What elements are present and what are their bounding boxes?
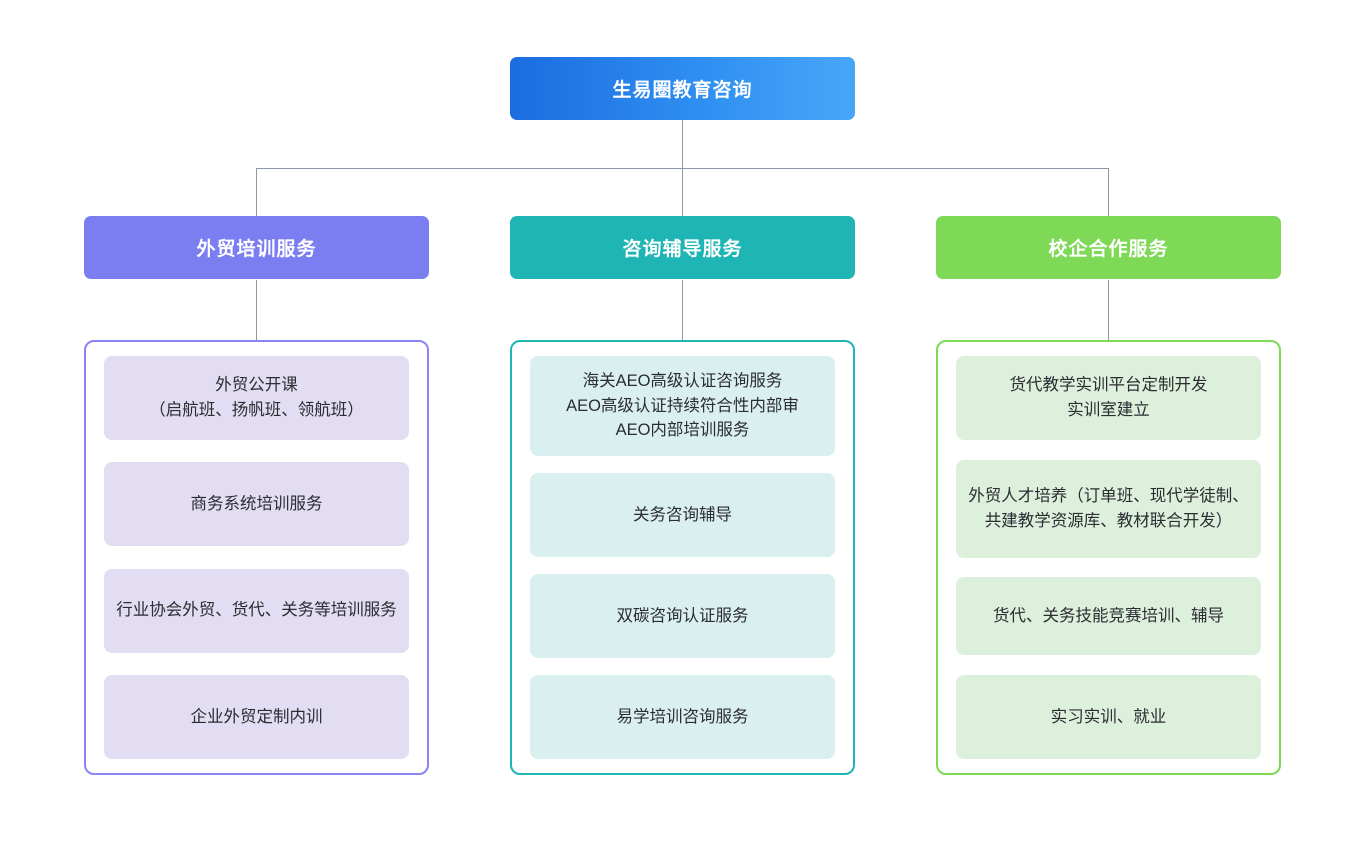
- column-header-school-enterprise[interactable]: 校企合作服务: [936, 216, 1281, 279]
- list-item[interactable]: 商务系统培训服务: [104, 462, 409, 547]
- list-item[interactable]: 海关AEO高级认证咨询服务 AEO高级认证持续符合性内部审 AEO内部培训服务: [530, 356, 835, 456]
- list-item[interactable]: 外贸人才培养（订单班、现代学徒制、共建教学资源库、教材联合开发）: [956, 459, 1261, 558]
- connector-drop-column-1: [256, 168, 257, 216]
- list-item[interactable]: 易学培训咨询服务: [530, 675, 835, 759]
- list-item[interactable]: 行业协会外贸、货代、关务等培训服务: [104, 568, 409, 653]
- column-header-consulting[interactable]: 咨询辅导服务: [510, 216, 855, 279]
- list-item[interactable]: 企业外贸定制内训: [104, 674, 409, 759]
- list-item[interactable]: 外贸公开课 （启航班、扬帆班、领航班）: [104, 356, 409, 440]
- connector-header-to-panel-1: [256, 280, 257, 340]
- list-item[interactable]: 关务咨询辅导: [530, 473, 835, 557]
- connector-root-stem: [682, 120, 683, 168]
- list-item[interactable]: 双碳咨询认证服务: [530, 574, 835, 658]
- connector-drop-column-2: [682, 168, 683, 216]
- connector-header-to-panel-3: [1108, 280, 1109, 340]
- list-item[interactable]: 货代、关务技能竞赛培训、辅导: [956, 577, 1261, 656]
- panel-consulting: 海关AEO高级认证咨询服务 AEO高级认证持续符合性内部审 AEO内部培训服务 …: [510, 340, 855, 775]
- list-item[interactable]: 实习实训、就业: [956, 674, 1261, 759]
- root-node[interactable]: 生易圈教育咨询: [510, 57, 855, 120]
- connector-drop-column-3: [1108, 168, 1109, 216]
- panel-training: 外贸公开课 （启航班、扬帆班、领航班） 商务系统培训服务 行业协会外贸、货代、关…: [84, 340, 429, 775]
- connector-header-to-panel-2: [682, 280, 683, 340]
- column-header-training[interactable]: 外贸培训服务: [84, 216, 429, 279]
- panel-school-enterprise: 货代教学实训平台定制开发 实训室建立 外贸人才培养（订单班、现代学徒制、共建教学…: [936, 340, 1281, 775]
- list-item[interactable]: 货代教学实训平台定制开发 实训室建立: [956, 356, 1261, 440]
